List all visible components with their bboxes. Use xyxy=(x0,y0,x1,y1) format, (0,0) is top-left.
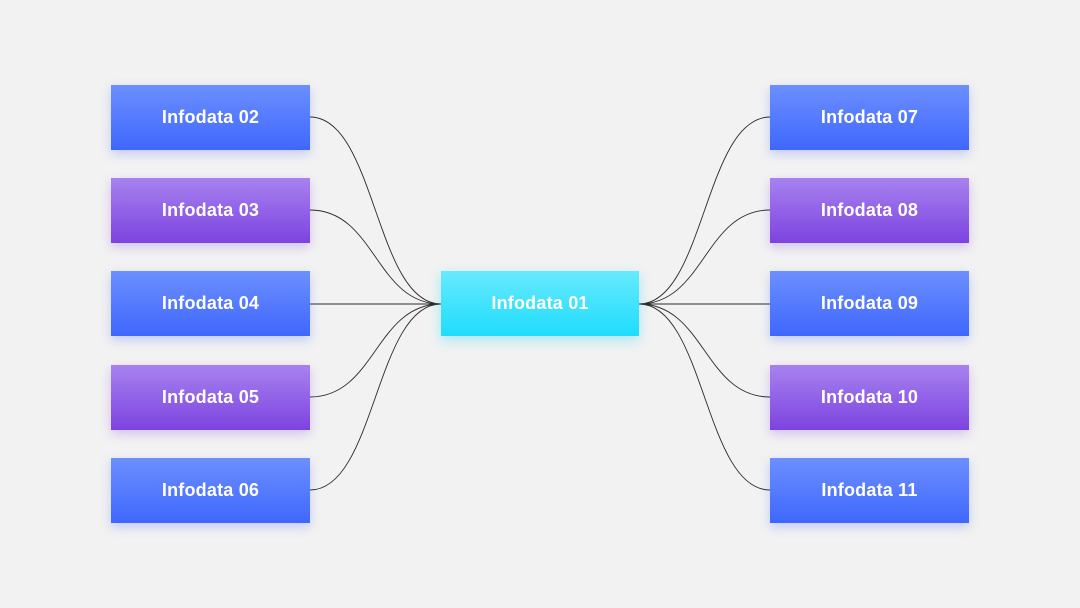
node-infodata-11: Infodata 11 xyxy=(770,458,969,523)
node-label: Infodata 02 xyxy=(161,107,260,127)
node-infodata-03: Infodata 03 xyxy=(111,178,310,243)
node-infodata-07: Infodata 07 xyxy=(770,85,969,150)
node-label: Infodata 08 xyxy=(820,200,919,220)
connector-line-right-0 xyxy=(638,116,771,305)
node-label: Infodata 05 xyxy=(161,387,260,407)
node-infodata-01-center: Infodata 01 xyxy=(441,271,639,336)
connector-line-left-4 xyxy=(309,303,442,491)
connector-line-left-0 xyxy=(309,116,442,305)
node-infodata-10: Infodata 10 xyxy=(770,365,969,430)
connector-line-left-3 xyxy=(309,303,442,398)
node-label: Infodata 06 xyxy=(161,480,260,500)
node-infodata-04: Infodata 04 xyxy=(111,271,310,336)
node-label: Infodata 09 xyxy=(820,293,919,313)
node-infodata-06: Infodata 06 xyxy=(111,458,310,523)
connector-line-left-1 xyxy=(309,209,442,305)
node-infodata-08: Infodata 08 xyxy=(770,178,969,243)
node-infodata-02: Infodata 02 xyxy=(111,85,310,150)
node-label: Infodata 03 xyxy=(161,200,260,220)
node-infodata-05: Infodata 05 xyxy=(111,365,310,430)
node-infodata-09: Infodata 09 xyxy=(770,271,969,336)
node-label: Infodata 10 xyxy=(820,387,919,407)
node-label: Infodata 11 xyxy=(821,480,918,500)
node-label: Infodata 04 xyxy=(161,293,260,313)
connector-line-right-4 xyxy=(638,303,771,491)
connector-line-right-1 xyxy=(638,209,771,305)
node-label: Infodata 01 xyxy=(491,293,589,313)
connector-line-right-3 xyxy=(638,303,771,398)
node-label: Infodata 07 xyxy=(820,107,919,127)
